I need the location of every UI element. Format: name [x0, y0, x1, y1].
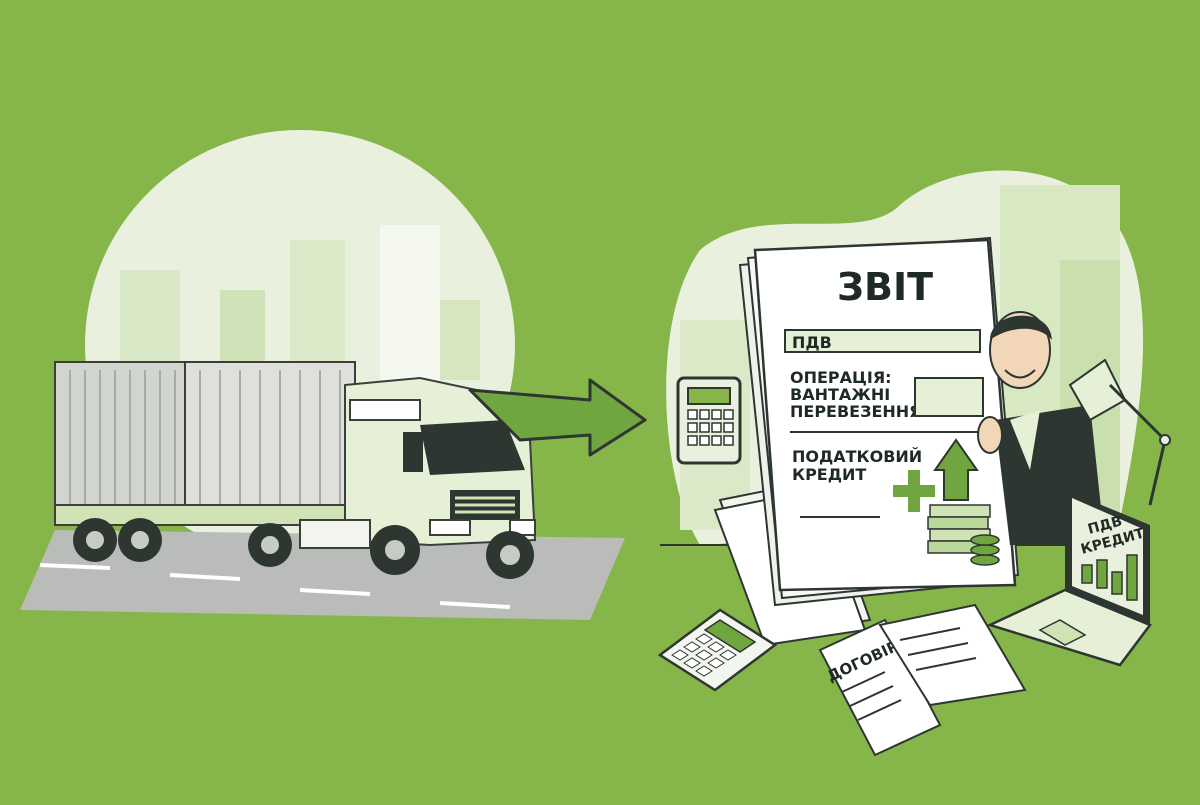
- vat-field-label: ПДВ: [792, 333, 832, 352]
- operation-line2: ВАНТАЖНІ: [790, 385, 890, 404]
- arrow-right-icon: [468, 378, 647, 457]
- road-marking: [299, 588, 371, 596]
- contract-document: ДОГОВІР: [818, 603, 1027, 757]
- road-marking: [439, 601, 511, 609]
- laptop-icon: ПДВ КРЕДИТ: [986, 490, 1152, 667]
- bar-chart-icon: [1081, 554, 1138, 601]
- operation-line3: ПЕРЕВЕЗЕННЯ: [790, 402, 922, 421]
- building: [380, 225, 440, 380]
- vat-field: [784, 329, 981, 353]
- plus-icon: [893, 470, 935, 512]
- road-marking: [169, 573, 241, 581]
- operation-line1: ОПЕРАЦІЯ:: [790, 368, 892, 387]
- truck-scene: [20, 130, 647, 620]
- lamp-icon: [1068, 358, 1171, 506]
- calculator-icon: [657, 608, 778, 692]
- credit-line1: ПОДАТКОВИЙ: [792, 447, 922, 466]
- report-title: ЗВІТ: [837, 265, 933, 309]
- operation-field: [914, 377, 984, 417]
- up-arrow-icon: [933, 438, 979, 501]
- credit-line2: КРЕДИТ: [792, 465, 866, 484]
- money-stack-icon: [927, 504, 1000, 566]
- calculator-icon: [676, 376, 742, 465]
- truck-icon: [54, 361, 537, 579]
- building: [440, 300, 480, 380]
- road: [20, 530, 625, 620]
- building: [290, 240, 345, 380]
- report-document: ЗВІТ ПДВ ОПЕРАЦІЯ: ВАНТАЖНІ ПЕРЕВЕЗЕННЯ …: [738, 236, 1020, 607]
- report-scene: ЗВІТ ПДВ ОПЕРАЦІЯ: ВАНТАЖНІ ПЕРЕВЕЗЕННЯ …: [657, 170, 1171, 757]
- road-marking: [39, 563, 111, 570]
